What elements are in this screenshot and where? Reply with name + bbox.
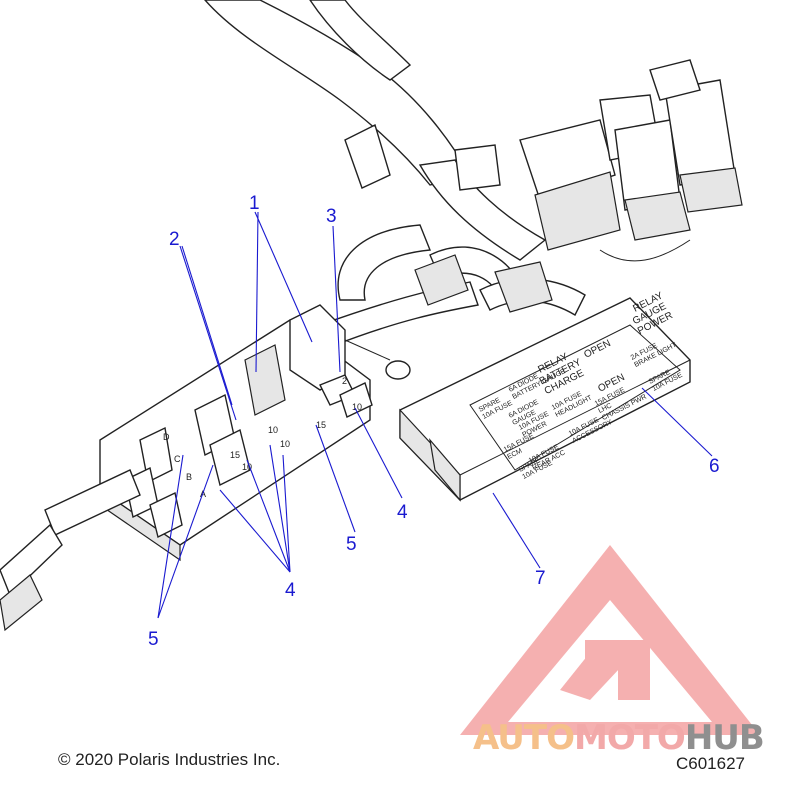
watermark-auto: AUTO — [473, 718, 575, 758]
block-letter: B — [186, 472, 192, 482]
watermark-text: AUTOMOTOHUB — [473, 718, 765, 758]
harness-bundle — [204, 0, 586, 346]
fuse-value: 15 — [230, 450, 240, 460]
figure-code: C601627 — [676, 754, 746, 773]
leader-lines — [157, 211, 713, 619]
fuse-value: 10 — [352, 402, 362, 412]
callout-number: 4 — [285, 580, 296, 601]
copyright-notice: © 2020 Polaris Industries Inc. — [58, 750, 281, 769]
block-letter: D — [163, 432, 170, 442]
callout-number: 5 — [346, 534, 357, 555]
callout-number: 3 — [326, 206, 337, 227]
watermark-logo — [460, 545, 760, 735]
watermark-moto: MOTO — [573, 718, 686, 758]
fuse-block — [0, 304, 411, 632]
callout-numbers: 1 2 3 4 4 5 5 6 7 — [148, 193, 720, 650]
callout-number: 7 — [535, 568, 546, 589]
relay-connectors — [519, 59, 743, 262]
watermark-hub: HUB — [684, 718, 765, 758]
block-letter: C — [174, 454, 181, 464]
fuse-value: 15 — [316, 420, 326, 430]
callout-number: 5 — [148, 629, 159, 650]
fuse-value: 10 — [268, 425, 278, 435]
fuse-box-cover — [399, 297, 691, 502]
callout-number: 2 — [169, 229, 180, 250]
fuse-value: 10 — [242, 462, 252, 472]
fuse-value: 10 — [280, 439, 290, 449]
callout-number: 1 — [249, 193, 260, 214]
callout-number: 6 — [709, 456, 720, 477]
callout-number: 4 — [397, 502, 408, 523]
fuse-values: 10 15 10 10 15 2 10 D C B A — [163, 376, 362, 499]
fuse-value: 2 — [342, 376, 347, 386]
